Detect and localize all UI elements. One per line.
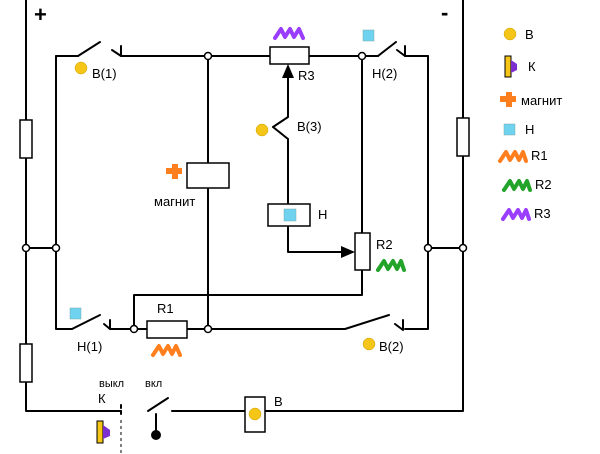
magnet-coil	[186, 162, 230, 189]
legend-label: К	[528, 59, 536, 74]
switch-h1	[71, 314, 111, 330]
legend: В К магнит Н R1 R2 R3	[498, 27, 562, 221]
right-fuse	[456, 117, 470, 157]
yellow-circle-icon	[74, 61, 88, 75]
switch-h2	[377, 41, 406, 57]
label-k: К	[98, 391, 106, 406]
label-r2: R2	[376, 237, 393, 252]
label-magnet: магнит	[154, 194, 195, 209]
minus-sign: -	[441, 0, 448, 25]
orange-cross-icon	[500, 92, 516, 107]
left-upper-fuse	[19, 119, 33, 159]
switch-v2	[344, 314, 404, 331]
orange-wave-icon	[151, 344, 182, 357]
resistor-r2	[354, 232, 371, 271]
legend-item-r2: R2	[502, 177, 552, 192]
legend-item-r1: R1	[498, 148, 548, 163]
blue-square-icon	[503, 123, 516, 136]
flag-icon	[504, 55, 517, 78]
label-v1: В(1)	[92, 66, 117, 81]
label-h: Н	[318, 207, 327, 222]
orange-wave-icon	[498, 150, 528, 163]
legend-label: R1	[531, 148, 548, 163]
plus-sign: +	[34, 2, 47, 27]
legend-item-k: К	[504, 55, 536, 78]
bulb-v	[244, 396, 266, 433]
bridge-wires	[25, 55, 464, 330]
flag-icon	[96, 420, 110, 444]
legend-label: R2	[535, 177, 552, 192]
key-switch	[120, 397, 169, 454]
sensor-h-box	[267, 203, 311, 227]
purple-wave-icon	[273, 27, 305, 40]
switch-v1	[77, 41, 122, 57]
resistor-r3	[269, 46, 310, 65]
orange-cross-icon	[166, 164, 182, 179]
blue-square-icon	[69, 307, 82, 320]
switch-v3	[272, 126, 289, 140]
legend-item-h: Н	[503, 122, 534, 137]
blue-square-icon	[362, 29, 375, 42]
blue-square-icon	[283, 208, 297, 222]
label-h2: Н(2)	[372, 66, 397, 81]
r3-wiper-arrow	[282, 64, 294, 78]
legend-label: магнит	[521, 93, 562, 108]
label-off: выкл	[99, 378, 124, 390]
yellow-circle-icon	[248, 407, 262, 421]
green-wave-icon	[376, 259, 406, 272]
label-v2: В(2)	[379, 339, 404, 354]
label-r3: R3	[298, 68, 315, 83]
legend-label: Н	[525, 122, 534, 137]
label-h1: Н(1)	[77, 339, 102, 354]
r2-wiper-arrow	[341, 246, 355, 258]
legend-label: В	[525, 27, 534, 42]
label-v3: В(3)	[297, 119, 322, 134]
left-lower-fuse	[19, 343, 33, 383]
junction-nodes	[21, 51, 468, 334]
key-switch-pin	[151, 430, 161, 440]
label-on: вкл	[145, 378, 162, 390]
resistor-r1	[146, 320, 188, 339]
legend-item-r3: R3	[501, 206, 551, 221]
green-wave-icon	[502, 179, 532, 192]
yellow-circle-icon	[255, 123, 269, 137]
legend-item-v: В	[503, 27, 534, 42]
legend-label: R3	[534, 206, 551, 221]
yellow-circle-icon	[362, 337, 376, 351]
purple-wave-icon	[501, 208, 531, 221]
label-v: В	[274, 394, 283, 409]
yellow-circle-icon	[503, 27, 517, 41]
legend-item-magnet: магнит	[500, 92, 562, 108]
label-r1: R1	[157, 301, 174, 316]
